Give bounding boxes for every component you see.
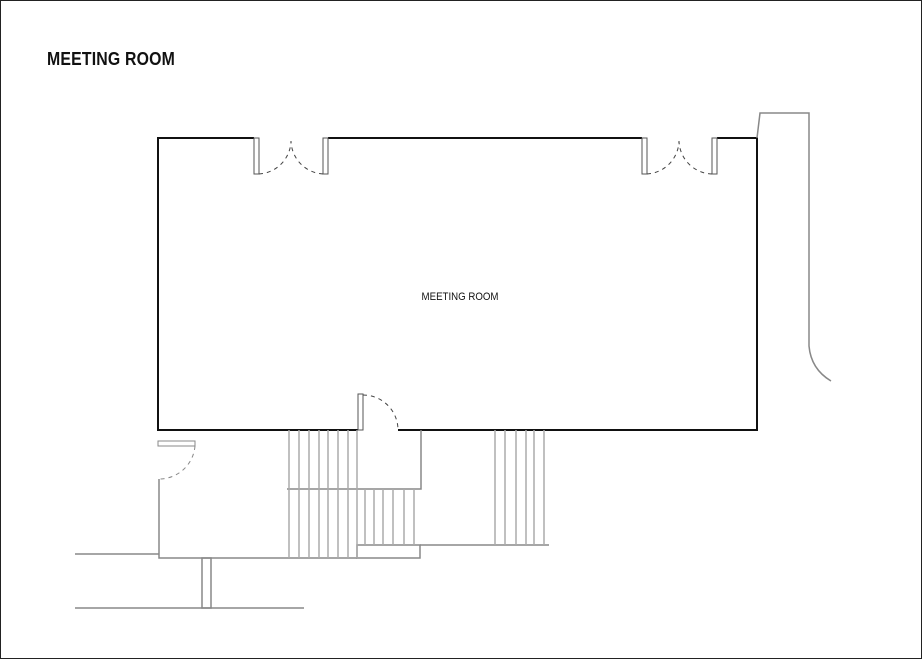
exterior-path [756,112,832,382]
door-leaves [157,137,718,447]
wall-right [398,137,758,431]
door-leaf-2 [322,137,329,175]
door-leaf-5 [357,393,364,431]
room-walls [157,137,758,431]
stair-flight-2 [364,489,415,545]
door-leaf-1 [253,137,260,175]
door-swings [158,140,713,480]
room-label-meeting-room: MEETING ROOM [421,291,499,303]
wall-left [157,137,358,431]
stair-flight-3 [494,430,545,545]
stairs [288,430,545,558]
stair-flight-1 [288,430,358,558]
plan-title: MEETING ROOM [47,49,175,69]
lower-structure [75,430,549,609]
door-leaf-6 [157,440,196,447]
door-leaf-3 [641,137,648,175]
door-leaf-4 [711,137,718,175]
